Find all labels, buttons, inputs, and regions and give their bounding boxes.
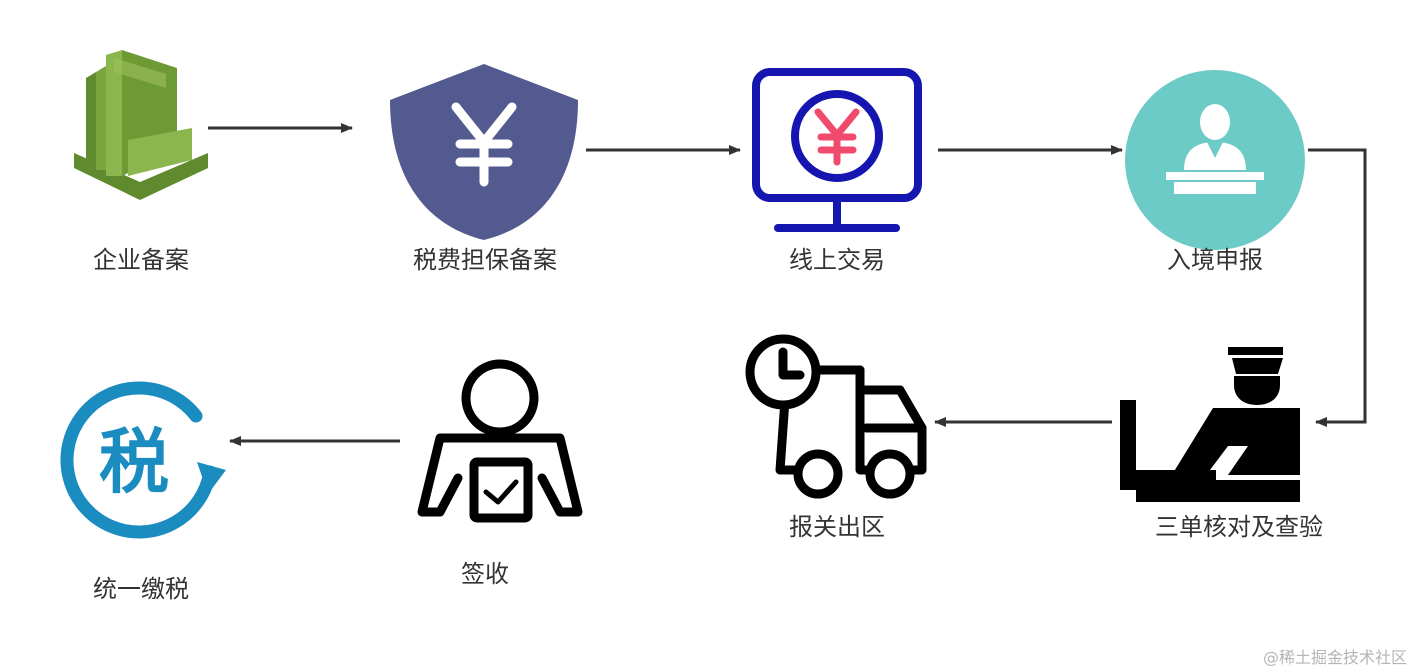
- step-label-tax-guarantee-registration: 税费担保备案: [413, 246, 557, 274]
- person-sign-icon: [417, 359, 583, 523]
- step-label-customs-exit: 报关出区: [789, 513, 885, 541]
- watermark: @稀土掘金技术社区: [1262, 648, 1407, 667]
- svg-text:税: 税: [99, 421, 169, 503]
- officer-desk-icon: [1125, 70, 1305, 250]
- customs-officer-icon: [1120, 347, 1300, 502]
- arrow-4-to-5: [1308, 148, 1367, 427]
- building-icon: [74, 50, 208, 200]
- step-label-online-trade: 线上交易: [789, 246, 885, 274]
- flow-arrows: [208, 123, 1367, 446]
- step-label-unified-tax-payment: 统一缴税: [93, 575, 189, 603]
- delivery-truck-icon: [745, 334, 927, 499]
- step-label-company-registration: 企业备案: [93, 246, 189, 274]
- yen-shield-icon: [390, 64, 578, 240]
- step-label-three-document-check: 三单核对及查验: [1155, 513, 1323, 541]
- step-label-entry-declaration: 入境申报: [1167, 246, 1263, 274]
- step-label-sign-receipt: 签收: [461, 560, 509, 588]
- tax-cycle-icon: 税: [60, 381, 226, 539]
- yen-monitor-icon: [752, 68, 922, 232]
